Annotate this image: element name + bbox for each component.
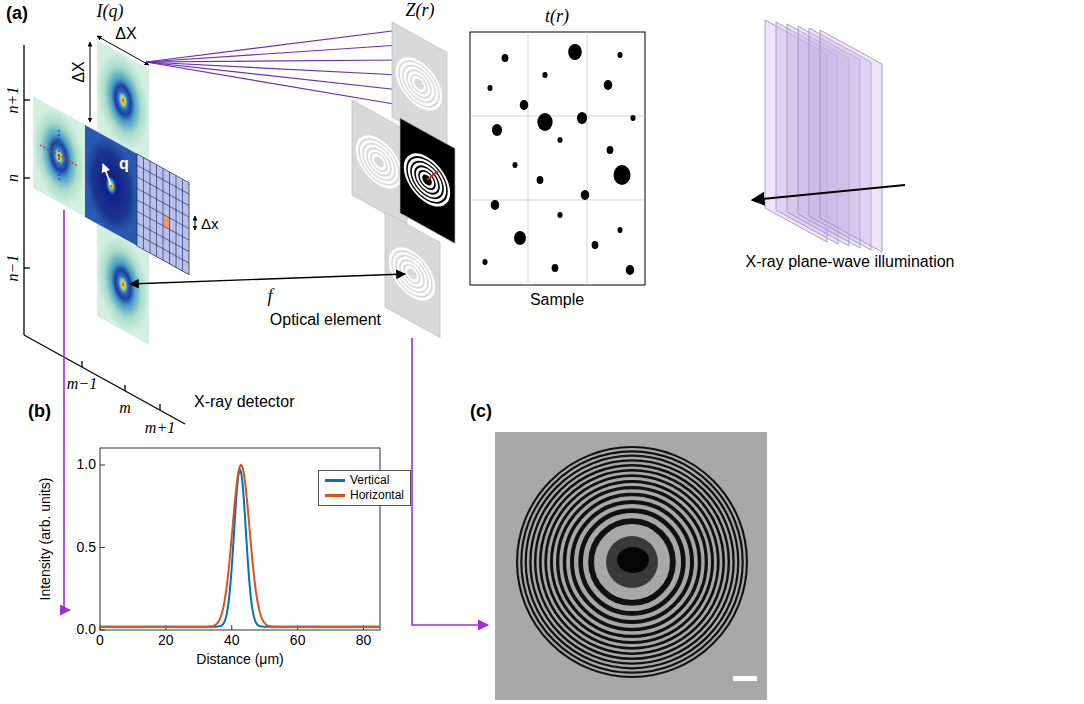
axis-title: Distance (μm) [196, 652, 283, 667]
math-label: t(r) [545, 7, 569, 27]
legend-swatch [325, 479, 345, 482]
legend-swatch [325, 494, 345, 497]
ray-fan [146, 30, 400, 105]
beam-arrow [752, 185, 905, 200]
tick-label: 40 [224, 633, 240, 648]
axis-index: m+1 [145, 419, 175, 437]
tick-label: 0 [96, 633, 104, 648]
part-label: Sample [530, 291, 584, 309]
detector-tile [33, 96, 85, 217]
tick-label: 20 [158, 633, 174, 648]
dimension-label: ΔX [70, 61, 88, 82]
tick-label: 80 [356, 633, 372, 648]
dimension-label: Δx [201, 216, 219, 233]
dimension-line [195, 216, 196, 230]
vector-label: q [119, 155, 129, 173]
dimension-label: ΔX [115, 25, 136, 43]
optical-plate [400, 118, 455, 243]
focal-arrow [130, 274, 405, 284]
part-label: X-ray detector [194, 393, 294, 411]
plane-wave [765, 20, 882, 252]
tick-label: 0.5 [77, 540, 96, 555]
axis-index: m−1 [67, 375, 97, 393]
panel-letter: (a) [6, 4, 28, 24]
q-arrow [103, 164, 111, 185]
tick-label: 0.0 [77, 622, 96, 637]
optical-plate [352, 100, 407, 225]
axis-title: Intensity (arb. units) [38, 478, 53, 601]
axis-index: n−1 [4, 255, 22, 282]
profile-line [40, 145, 78, 166]
math-label: I(q) [97, 2, 124, 22]
chart-legend: VerticalHorizontal [318, 470, 411, 506]
dimension-line [90, 42, 91, 122]
math-label: Z(r) [405, 1, 434, 21]
pixel-grid [137, 154, 189, 275]
profile-curve [100, 470, 380, 627]
part-label: Optical element [270, 311, 381, 329]
axis-index: m [119, 399, 131, 417]
zone-plate-image [495, 432, 767, 700]
tick-label: 60 [290, 633, 306, 648]
axis-index: n [4, 174, 22, 182]
leader-arrow [412, 338, 488, 625]
panel-letter: (b) [28, 402, 51, 422]
part-label: X-ray plane-wave illumination [746, 253, 955, 271]
tick-label: 1.0 [77, 457, 96, 472]
legend-text: Vertical [350, 473, 389, 488]
leader-arrow [64, 210, 70, 610]
legend-text: Horizontal [350, 488, 404, 503]
legend-entry: Vertical [325, 473, 404, 488]
panel-letter: (c) [470, 402, 492, 422]
detector-tile [85, 125, 189, 275]
sample-plane [470, 32, 645, 285]
math-label: f [267, 287, 272, 307]
legend-entry: Horizontal [325, 488, 404, 503]
axis-index: n+1 [4, 87, 22, 114]
